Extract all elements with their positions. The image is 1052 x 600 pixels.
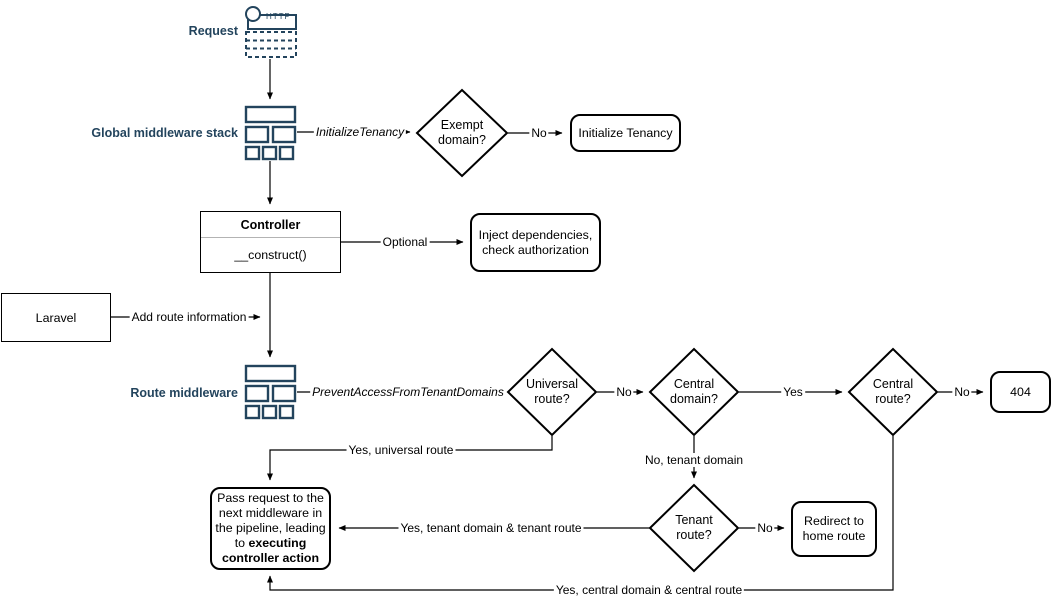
middleware-stack-icon-route bbox=[244, 364, 297, 420]
central-domain-text: Central domain? bbox=[670, 377, 718, 406]
pass-request-bold-text: executing controller action bbox=[221, 536, 320, 565]
exempt-domain-text: Exempt domain? bbox=[438, 118, 486, 147]
not-found-box: 404 bbox=[990, 371, 1051, 413]
edge-label-prevent-access: PreventAccessFromTenantDomains bbox=[310, 385, 506, 399]
redirect-home-box: Redirect to home route bbox=[791, 501, 877, 557]
central-domain-diamond bbox=[648, 347, 740, 437]
universal-route-diamond bbox=[506, 347, 598, 437]
edge-label-tenant-no: No bbox=[755, 521, 775, 535]
tenant-route-diamond bbox=[648, 483, 740, 573]
inject-dependencies-box: Inject dependencies, check authorization bbox=[470, 213, 601, 272]
request-label: Request bbox=[188, 24, 238, 38]
controller-title: Controller bbox=[201, 212, 340, 238]
edge-label-initialize-tenancy: InitializeTenancy bbox=[313, 125, 407, 139]
global-middleware-stack-label: Global middleware stack bbox=[91, 126, 238, 140]
pass-request-text: Pass request to the next middleware in t… bbox=[215, 491, 326, 550]
route-middleware-label: Route middleware bbox=[130, 386, 238, 400]
edge-label-exempt-no: No bbox=[529, 126, 549, 140]
edge-label-yes-universal: Yes, universal route bbox=[346, 443, 456, 457]
middleware-stack-icon-global bbox=[244, 105, 297, 161]
laravel-box: Laravel bbox=[1, 293, 111, 342]
universal-route-text: Universal route? bbox=[525, 377, 579, 406]
exempt-domain-diamond bbox=[415, 88, 509, 178]
controller-classbox: Controller __construct() bbox=[200, 211, 341, 273]
pass-request-box: Pass request to the next middleware in t… bbox=[210, 487, 331, 570]
edge-label-universal-no: No bbox=[614, 385, 634, 399]
http-request-icon bbox=[245, 6, 297, 58]
central-route-text: Central route? bbox=[872, 377, 914, 406]
edge-label-central-route-no: No bbox=[952, 385, 972, 399]
tenant-route-text: Tenant route? bbox=[675, 513, 713, 542]
edge-label-add-route-info: Add route information bbox=[129, 310, 249, 324]
controller-method: __construct() bbox=[234, 248, 307, 262]
http-icon-label: HTTP bbox=[266, 12, 291, 21]
central-route-diamond bbox=[847, 347, 939, 437]
edge-label-central-domain-yes: Yes bbox=[781, 385, 805, 399]
edge-label-no-tenant-domain: No, tenant domain bbox=[642, 453, 746, 467]
initialize-tenancy-box: Initialize Tenancy bbox=[570, 114, 681, 152]
edge-label-optional: Optional bbox=[380, 235, 430, 249]
edge-label-yes-tenant: Yes, tenant domain & tenant route bbox=[398, 521, 584, 535]
edge-label-yes-central: Yes, central domain & central route bbox=[553, 583, 745, 597]
